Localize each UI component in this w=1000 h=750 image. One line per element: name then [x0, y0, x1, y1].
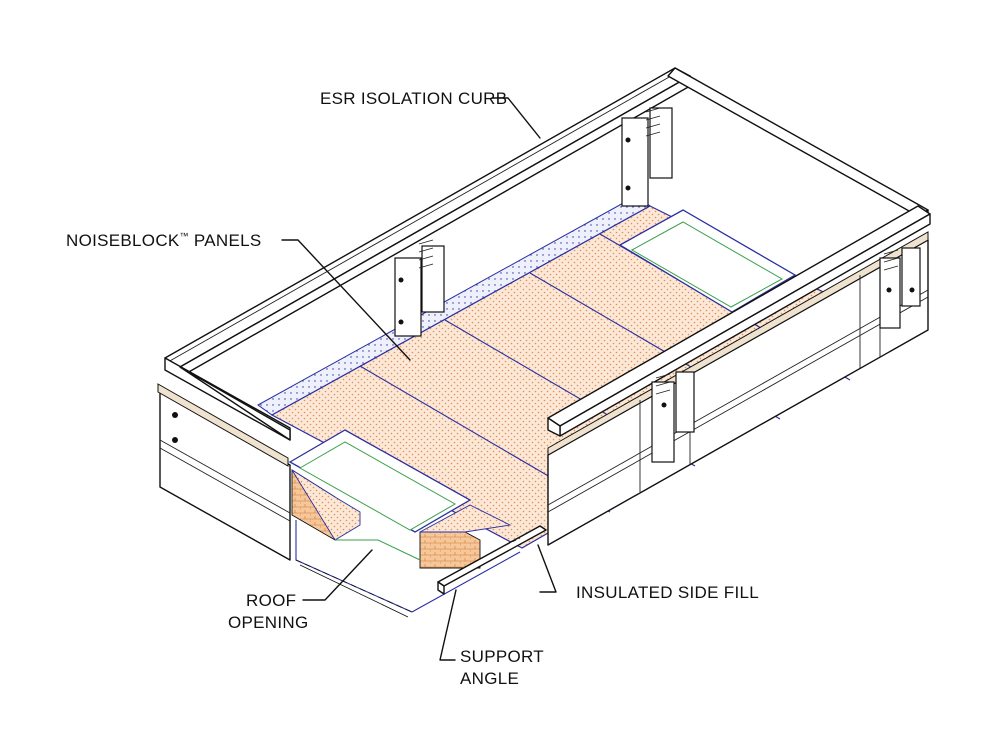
back-frame-rail [164, 67, 691, 378]
support-angle [437, 525, 547, 595]
front-frame-rail [547, 205, 931, 437]
isolator-bracket-back-left [394, 239, 445, 337]
left-frame-rail [164, 357, 291, 441]
label-insulated-side-fill: INSULATED SIDE FILL [576, 583, 759, 602]
isolator-bracket-front-left [651, 371, 695, 463]
isolator-bracket-front-right [879, 247, 921, 329]
roof-deck-outline [295, 520, 521, 618]
isolator-bracket-back-right [621, 107, 673, 207]
label-esr-isolation-curb: ESR ISOLATION CURB [320, 89, 507, 108]
label-support-angle-line2: ANGLE [460, 669, 519, 688]
leader-lines [281, 97, 557, 661]
label-roof-opening-line1: ROOF [246, 591, 296, 610]
right-frame-rail [667, 67, 929, 229]
label-noiseblock-panels: NOISEBLOCK™ PANELS [66, 231, 262, 250]
label-roof-opening-line2: OPENING [228, 613, 309, 632]
label-support-angle-line1: SUPPORT [460, 647, 544, 666]
roof-opening-back [618, 209, 797, 313]
left-end-wall [157, 383, 291, 561]
roof-opening-front [288, 429, 512, 569]
